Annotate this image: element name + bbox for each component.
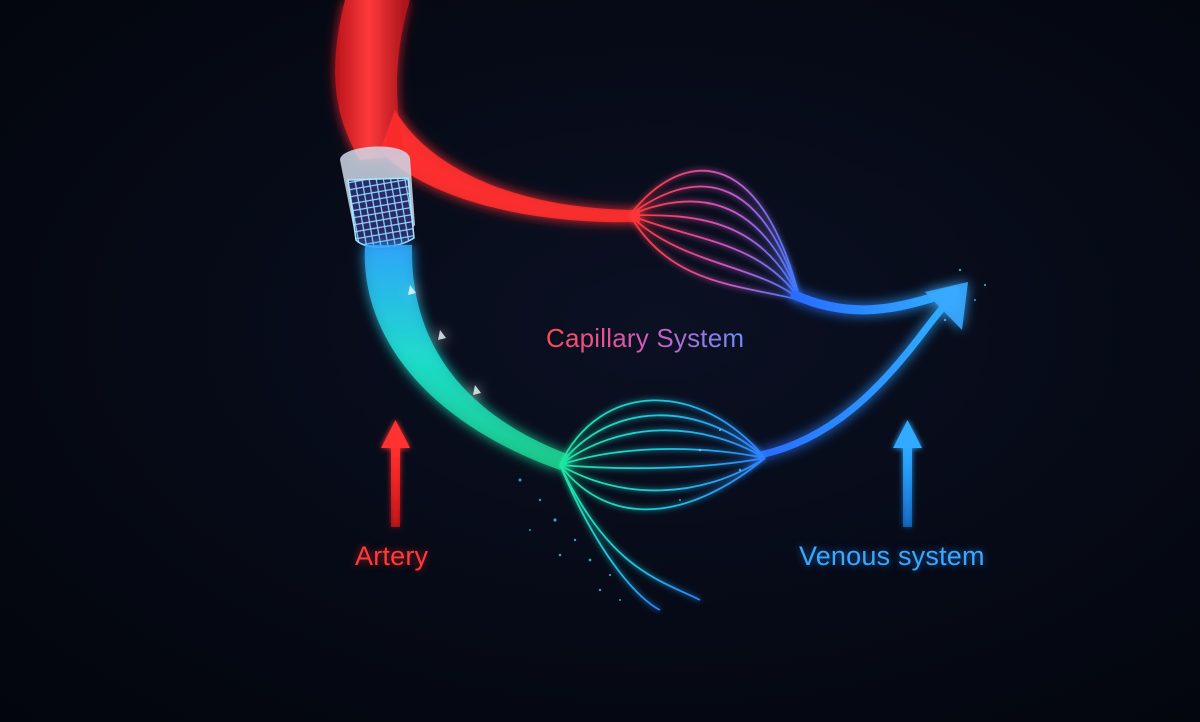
artery-label: Artery: [355, 541, 429, 571]
artery-vessel: [335, 0, 640, 223]
venous-vessel: [756, 282, 968, 459]
venous-system-label: Venous system: [799, 541, 985, 571]
venous-up-arrow-icon: [893, 420, 922, 527]
upper-capillary-bed: [629, 169, 801, 301]
lower-capillary-bed: [559, 399, 766, 611]
capillary-system-label: Capillary System: [546, 323, 745, 353]
particle-spray: [518, 268, 987, 601]
artery-up-arrow-icon: [381, 420, 410, 527]
descending-vessel: [364, 245, 570, 470]
stent-icon: [340, 146, 415, 248]
